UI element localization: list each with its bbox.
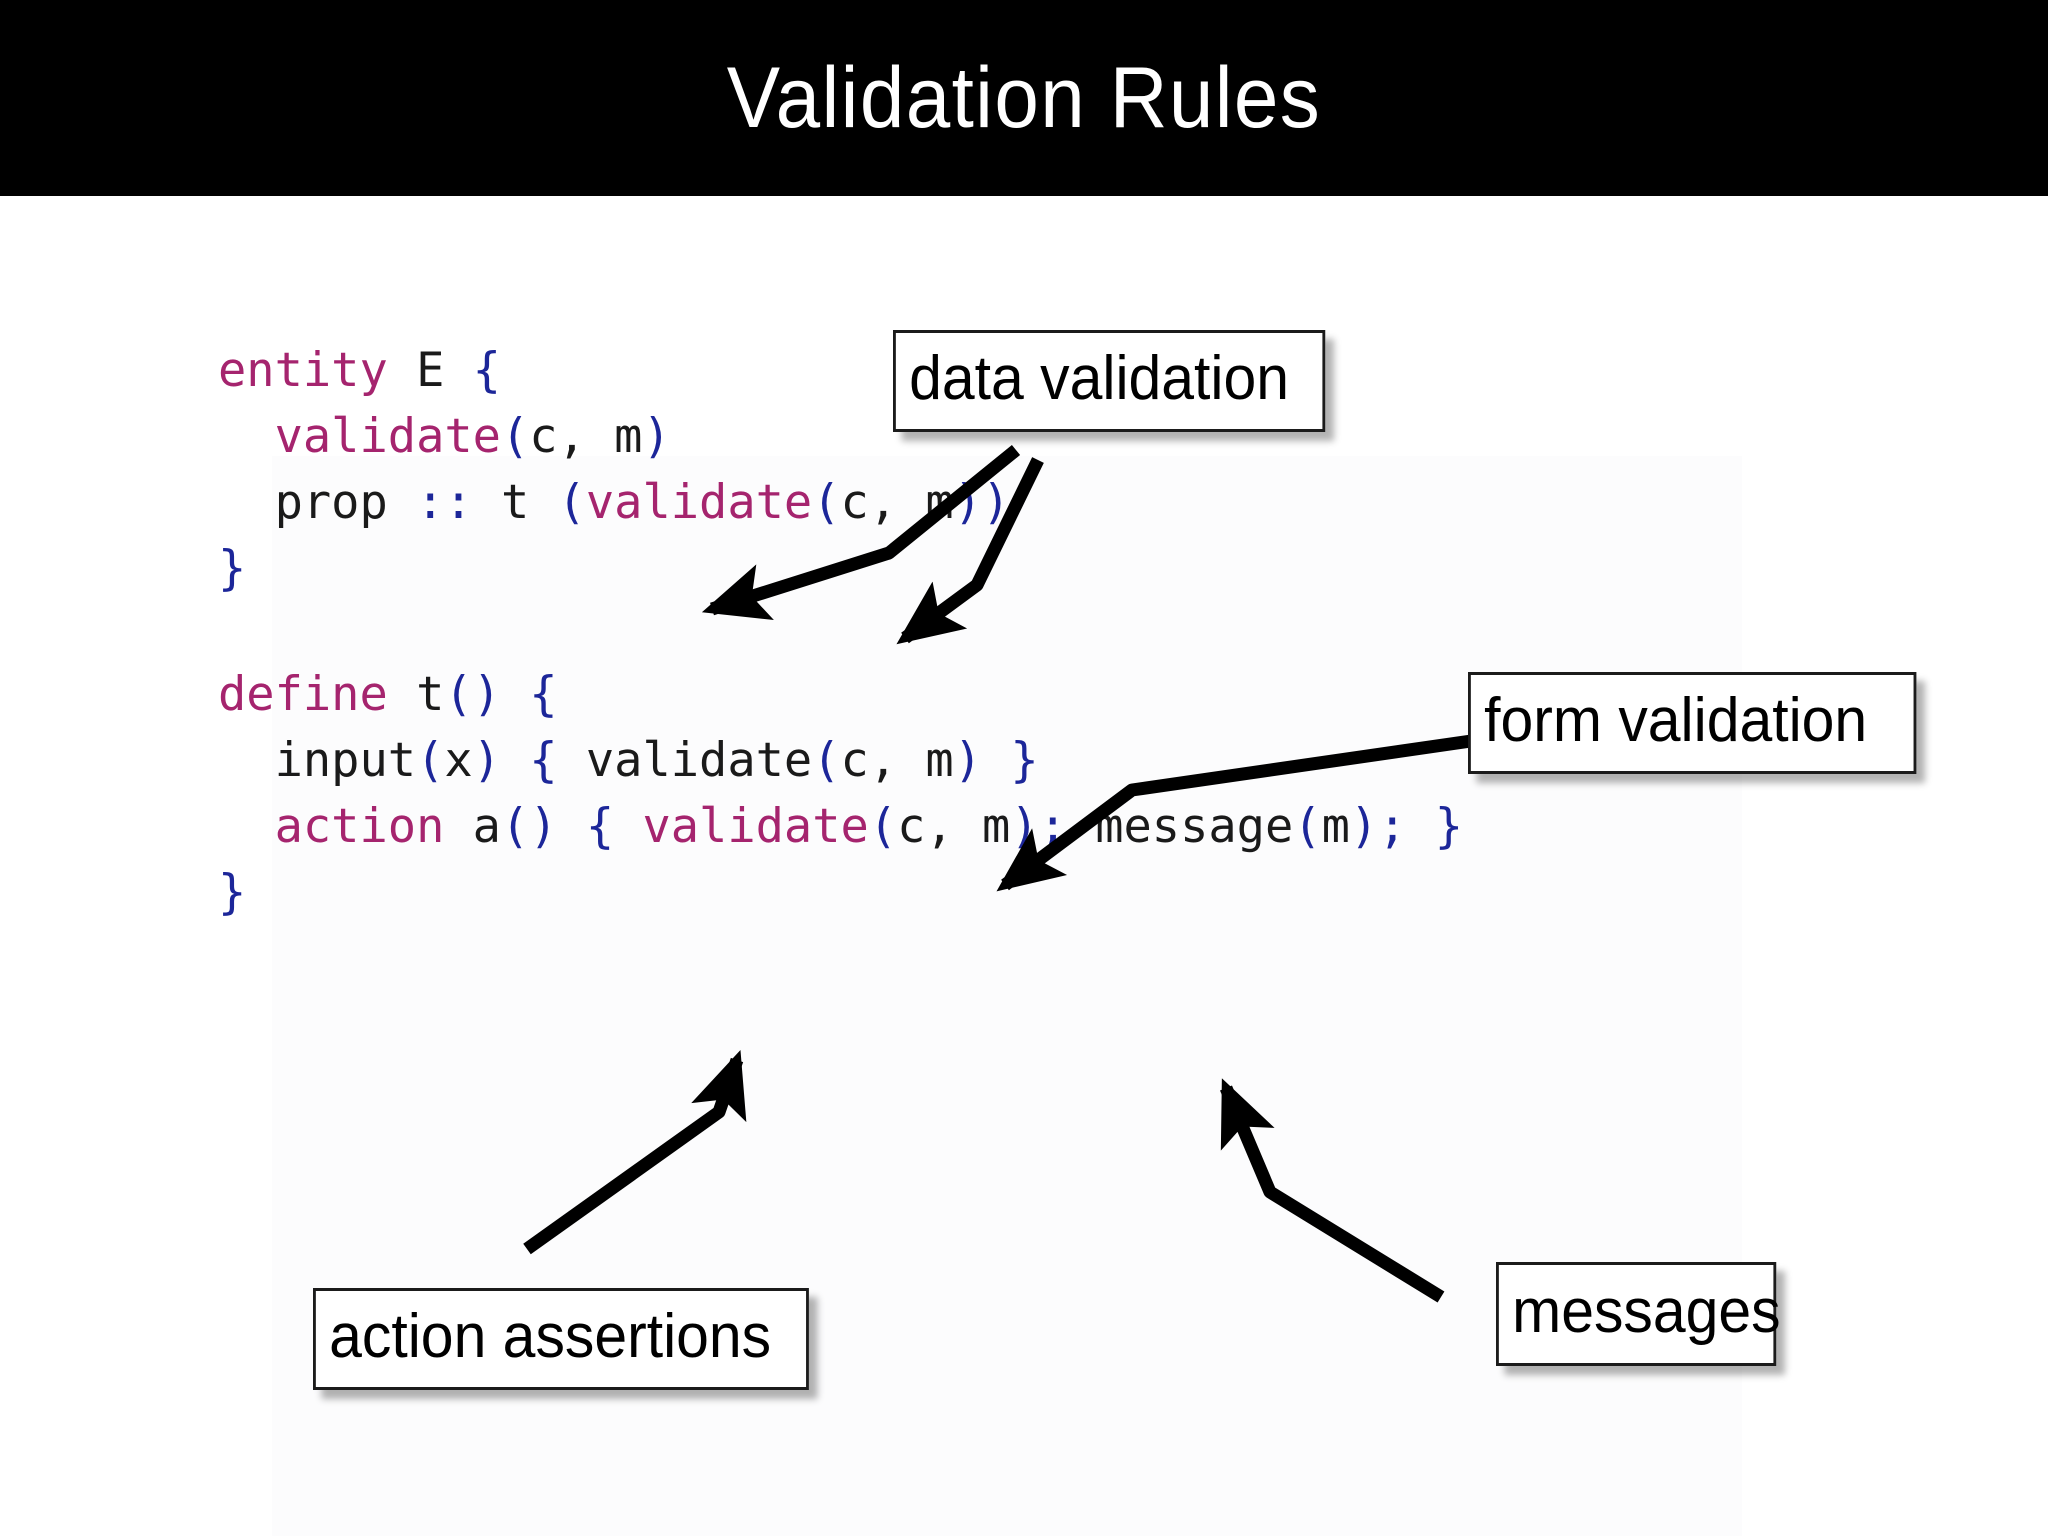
paren-close: ) (1010, 799, 1039, 854)
callout-form-validation[interactable]: form validation (1468, 672, 1917, 774)
space (444, 799, 472, 854)
callout-action-assertions[interactable]: action assertions (313, 1288, 809, 1390)
space (529, 475, 557, 530)
slide-title-bar: Validation Rules (0, 0, 2048, 196)
paren-open: ( (416, 733, 445, 788)
callout-label: form validation (1484, 685, 1868, 755)
space (1067, 799, 1095, 854)
call-validate: validate (585, 733, 813, 788)
paren-close: ) (642, 409, 671, 464)
brace-close: } (218, 541, 247, 596)
indent (218, 409, 275, 464)
paren-open: ( (812, 733, 841, 788)
callout-label: messages (1512, 1276, 1781, 1346)
paren-close: ) (953, 475, 983, 530)
space (558, 799, 586, 854)
brace-open: { (529, 733, 558, 788)
indent (218, 475, 275, 530)
paren-close: ) (1349, 799, 1379, 854)
call-args: c, m (840, 475, 954, 530)
paren-open-outer: ( (557, 475, 586, 530)
brace-close: } (1434, 799, 1464, 854)
semicolon: ; (1378, 799, 1407, 854)
identifier-a: a (472, 799, 501, 854)
code-line-entity-4: } (218, 541, 246, 596)
space (473, 475, 501, 530)
code-line-define-2: input(x) { validate(c, m) } (218, 733, 1039, 788)
identifier-t: t (416, 667, 445, 722)
paren-open: ( (1293, 799, 1322, 854)
code-line-define-1: define t() { (218, 667, 558, 722)
call-args: m (1321, 799, 1350, 854)
space (388, 475, 416, 530)
space (388, 667, 416, 722)
callout-messages[interactable]: messages (1496, 1262, 1781, 1366)
call-args: c, m (840, 733, 954, 788)
page-title: Validation Rules (726, 49, 1322, 146)
callout-label: action assertions (329, 1301, 772, 1371)
callout-data-validation[interactable]: data validation (893, 330, 1326, 432)
paren-close: ) (953, 733, 983, 788)
code-line-entity-2: validate(c, m) (218, 409, 671, 464)
brace-open: { (585, 799, 615, 854)
keyword-entity: entity (218, 343, 388, 398)
brace-open: { (472, 343, 501, 398)
call-args: c, m (897, 799, 1011, 854)
space (614, 799, 642, 854)
identifier-t: t (500, 475, 530, 530)
space (388, 343, 416, 398)
keyword-action: action (274, 799, 445, 854)
space (444, 343, 472, 398)
paren-close-outer: ) (982, 475, 1011, 530)
space (1406, 799, 1434, 854)
operator-double-colon: :: (416, 475, 473, 530)
paren-open: ( (868, 799, 898, 854)
brace-close: } (1010, 733, 1039, 788)
identifier-prop: prop (274, 475, 388, 530)
code-line-entity-3: prop :: t (validate(c, m)) (218, 475, 1011, 530)
keyword-validate: validate (274, 409, 501, 464)
code-line-entity-1: entity E { (218, 343, 501, 398)
indent (218, 799, 275, 854)
paren-open: ( (500, 409, 530, 464)
space (501, 733, 529, 788)
code-block-entity: entity E { validate(c, m) prop :: t (val… (218, 338, 1010, 602)
code-line-define-4: } (218, 865, 246, 920)
call-args: c, m (529, 409, 643, 464)
keyword-validate: validate (642, 799, 869, 854)
param-x: x (444, 733, 473, 788)
space (501, 667, 529, 722)
code-line-define-3: action a() { validate(c, m); message(m);… (218, 799, 1463, 854)
paren-open: ( (812, 475, 841, 530)
paren-close: ) (472, 733, 501, 788)
code-block-define: define t() { input(x) { validate(c, m) }… (218, 662, 1463, 926)
identifier-input: input (274, 733, 417, 788)
callout-label: data validation (909, 343, 1290, 413)
semicolon: ; (1038, 799, 1067, 854)
space (982, 733, 1010, 788)
keyword-define: define (218, 667, 388, 722)
brace-open: { (529, 667, 558, 722)
brace-close: } (218, 865, 247, 920)
call-message: message (1095, 799, 1294, 854)
space (558, 733, 586, 788)
indent (218, 733, 275, 788)
keyword-validate: validate (585, 475, 813, 530)
parens-empty: () (500, 799, 558, 854)
parens-empty: () (444, 667, 501, 722)
identifier-E: E (416, 343, 445, 398)
